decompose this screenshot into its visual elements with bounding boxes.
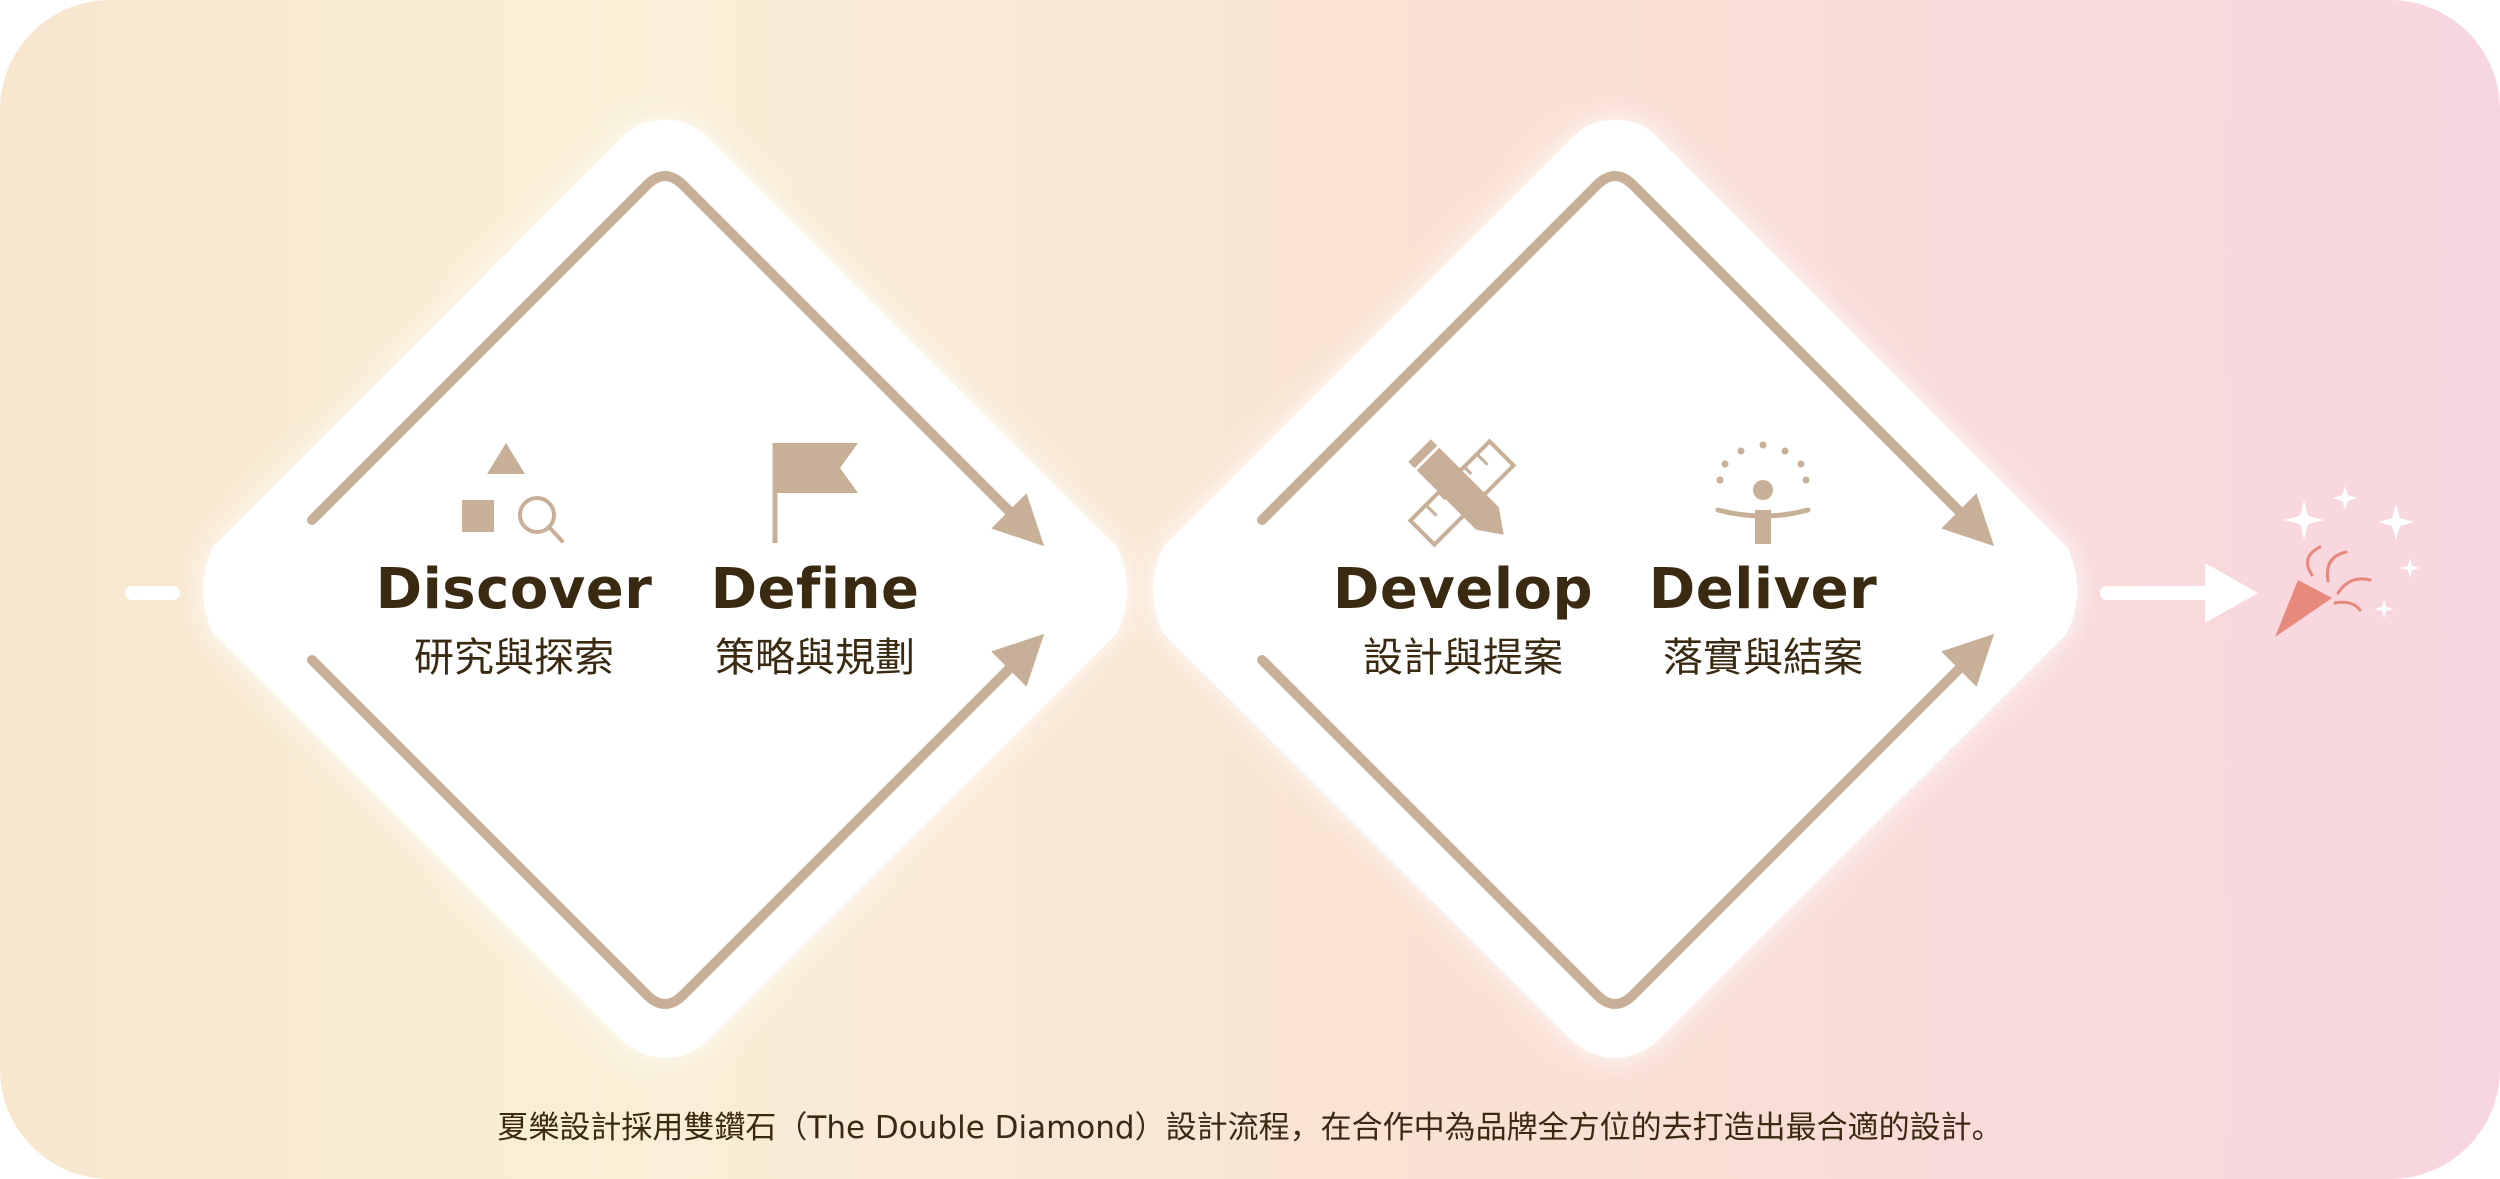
celebrate-person-icon — [1715, 441, 1811, 544]
phase-subtitle-deliver: 落實與結案 — [1663, 635, 1863, 681]
diamond-develop-deliver — [1153, 120, 2077, 1058]
phase-title-define: Define — [710, 557, 920, 622]
phase-subtitle-discover: 研究與探索 — [414, 635, 614, 681]
shapes-search-icon — [462, 443, 564, 543]
phase-subtitle-define: 策略與規劃 — [715, 635, 915, 681]
exit-arrow — [2100, 563, 2258, 623]
arrow-define-down — [307, 633, 1045, 1009]
arrow-develop-up — [1257, 171, 1995, 547]
phase-subtitle-develop: 設計與提案 — [1363, 635, 1563, 681]
phase-title-develop: Develop — [1332, 557, 1594, 622]
arrow-deliver-down — [1257, 633, 1995, 1009]
entry-line — [125, 586, 180, 600]
pencil-ruler-icon — [1407, 438, 1517, 548]
flag-icon — [772, 443, 858, 543]
phase-title-deliver: Deliver — [1648, 557, 1878, 622]
phase-title-discover: Discover — [375, 557, 653, 622]
caption-text: 夏樂設計採用雙鑽石（The Double Diamond）設計流程，在合作中為品… — [497, 1110, 2003, 1146]
diamond-discover-define — [203, 120, 1127, 1058]
arrow-discover-up — [307, 171, 1045, 547]
party-popper-icon — [2275, 486, 2420, 637]
